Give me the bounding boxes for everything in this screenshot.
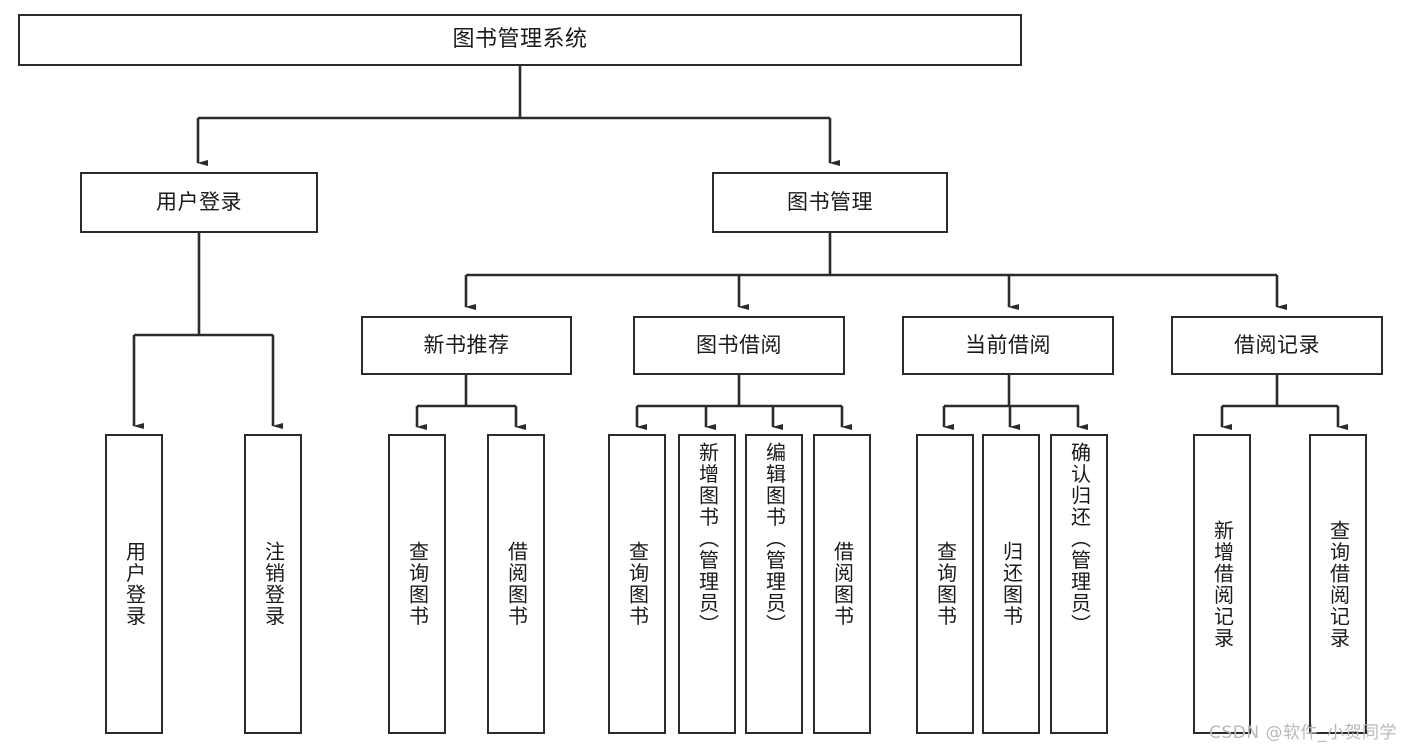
node-leaf-add-book-label: 新增图书（管理员） <box>695 442 720 636</box>
node-leaf-query-book-2-label: 查询图书 <box>625 541 650 627</box>
node-leaf-user-logout[interactable]: 注销登录 <box>244 434 302 734</box>
node-leaf-return-book-label: 归还图书 <box>999 541 1024 627</box>
node-current-borrow-label: 当前借阅 <box>965 332 1051 357</box>
node-new-book-recommend-label: 新书推荐 <box>423 332 510 357</box>
node-leaf-edit-book[interactable]: 编辑图书（管理员） <box>745 434 803 734</box>
node-leaf-query-record-label: 查询借阅记录 <box>1326 519 1351 649</box>
node-leaf-confirm-return[interactable]: 确认归还（管理员） <box>1050 434 1108 734</box>
node-leaf-add-book[interactable]: 新增图书（管理员） <box>678 434 736 734</box>
node-current-borrow[interactable]: 当前借阅 <box>902 316 1114 375</box>
node-leaf-query-book-1[interactable]: 查询图书 <box>388 434 446 734</box>
node-leaf-add-record-label: 新增借阅记录 <box>1210 519 1235 649</box>
node-new-book-recommend[interactable]: 新书推荐 <box>361 316 572 375</box>
node-leaf-add-record[interactable]: 新增借阅记录 <box>1193 434 1251 734</box>
node-leaf-user-login-label: 用户登录 <box>122 541 147 627</box>
node-leaf-query-book-3-label: 查询图书 <box>933 541 958 627</box>
node-book-borrow-label: 图书借阅 <box>696 332 782 357</box>
node-book-management[interactable]: 图书管理 <box>712 172 948 233</box>
node-leaf-query-book-2[interactable]: 查询图书 <box>608 434 666 734</box>
node-user-login[interactable]: 用户登录 <box>80 172 318 233</box>
node-leaf-borrow-book-2[interactable]: 借阅图书 <box>813 434 871 734</box>
node-leaf-borrow-book-1-label: 借阅图书 <box>504 541 529 627</box>
node-borrow-record-label: 借阅记录 <box>1234 332 1320 357</box>
node-book-management-label: 图书管理 <box>787 189 873 214</box>
node-leaf-borrow-book-1[interactable]: 借阅图书 <box>487 434 545 734</box>
node-borrow-record[interactable]: 借阅记录 <box>1171 316 1383 375</box>
node-leaf-edit-book-label: 编辑图书（管理员） <box>762 442 787 636</box>
node-leaf-user-logout-label: 注销登录 <box>261 541 286 627</box>
node-leaf-borrow-book-2-label: 借阅图书 <box>830 541 855 627</box>
node-leaf-query-book-1-label: 查询图书 <box>405 541 430 627</box>
node-leaf-return-book[interactable]: 归还图书 <box>982 434 1040 734</box>
node-root[interactable]: 图书管理系统 <box>18 14 1022 66</box>
node-root-label: 图书管理系统 <box>452 26 588 52</box>
node-leaf-user-login[interactable]: 用户登录 <box>105 434 163 734</box>
node-leaf-query-book-3[interactable]: 查询图书 <box>916 434 974 734</box>
node-leaf-query-record[interactable]: 查询借阅记录 <box>1309 434 1367 734</box>
node-user-login-label: 用户登录 <box>156 189 242 214</box>
node-leaf-confirm-return-label: 确认归还（管理员） <box>1067 442 1092 636</box>
node-book-borrow[interactable]: 图书借阅 <box>633 316 845 375</box>
